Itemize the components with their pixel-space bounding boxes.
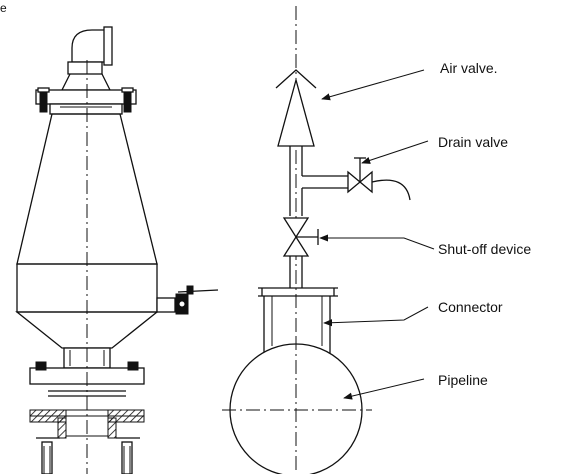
air-valve-vent xyxy=(275,69,317,89)
label-drain-valve: Drain valve xyxy=(438,134,508,150)
side-ball-valve xyxy=(156,297,176,313)
label-air-valve: Air valve. xyxy=(440,60,498,76)
connector-leader xyxy=(323,306,429,327)
label-shutoff-device: Shut-off device xyxy=(438,241,531,257)
shutoff-leader xyxy=(319,234,435,250)
label-pipeline: Pipeline xyxy=(438,372,488,388)
cone-neck xyxy=(49,103,123,115)
air-valve-symbol xyxy=(277,77,315,147)
conical-air-valve-drawing xyxy=(15,26,219,474)
elbow-socket xyxy=(67,61,103,75)
label-connector: Connector xyxy=(438,299,503,315)
leader-lines xyxy=(319,69,435,400)
elbow-fitting xyxy=(71,29,106,63)
flange-bolt xyxy=(123,91,132,113)
schematic-drawing xyxy=(222,6,411,474)
air-valve-leader xyxy=(321,69,425,101)
flange-bolt xyxy=(39,91,48,113)
top-flange xyxy=(35,89,137,105)
corner-text: e xyxy=(0,1,7,15)
elbow-flange xyxy=(103,26,113,66)
valve-handle xyxy=(177,289,219,293)
lower-cone xyxy=(15,311,159,349)
pipeline-leader xyxy=(343,378,425,400)
stud-bolt xyxy=(121,441,133,474)
drain-valve-leader xyxy=(361,140,429,164)
stud-bolt xyxy=(41,441,53,474)
drain-outlet xyxy=(371,179,411,201)
